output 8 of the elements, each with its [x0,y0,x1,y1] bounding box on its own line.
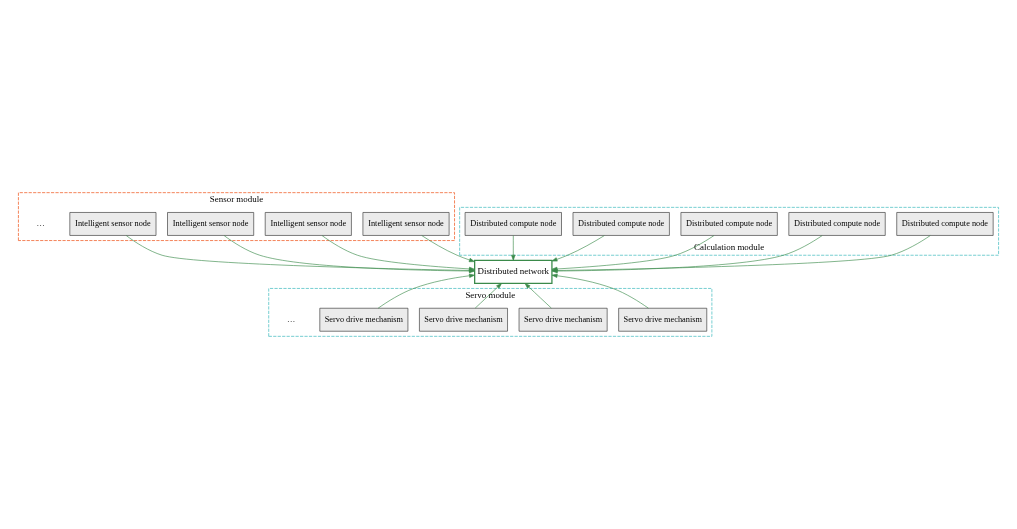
arrow [377,273,475,309]
arrow [474,283,502,309]
arrow [551,273,649,309]
arrow [421,235,475,263]
arrow [524,283,552,309]
node-box: Distributed network [474,259,553,284]
arrow [551,235,605,262]
arrow [511,235,516,261]
